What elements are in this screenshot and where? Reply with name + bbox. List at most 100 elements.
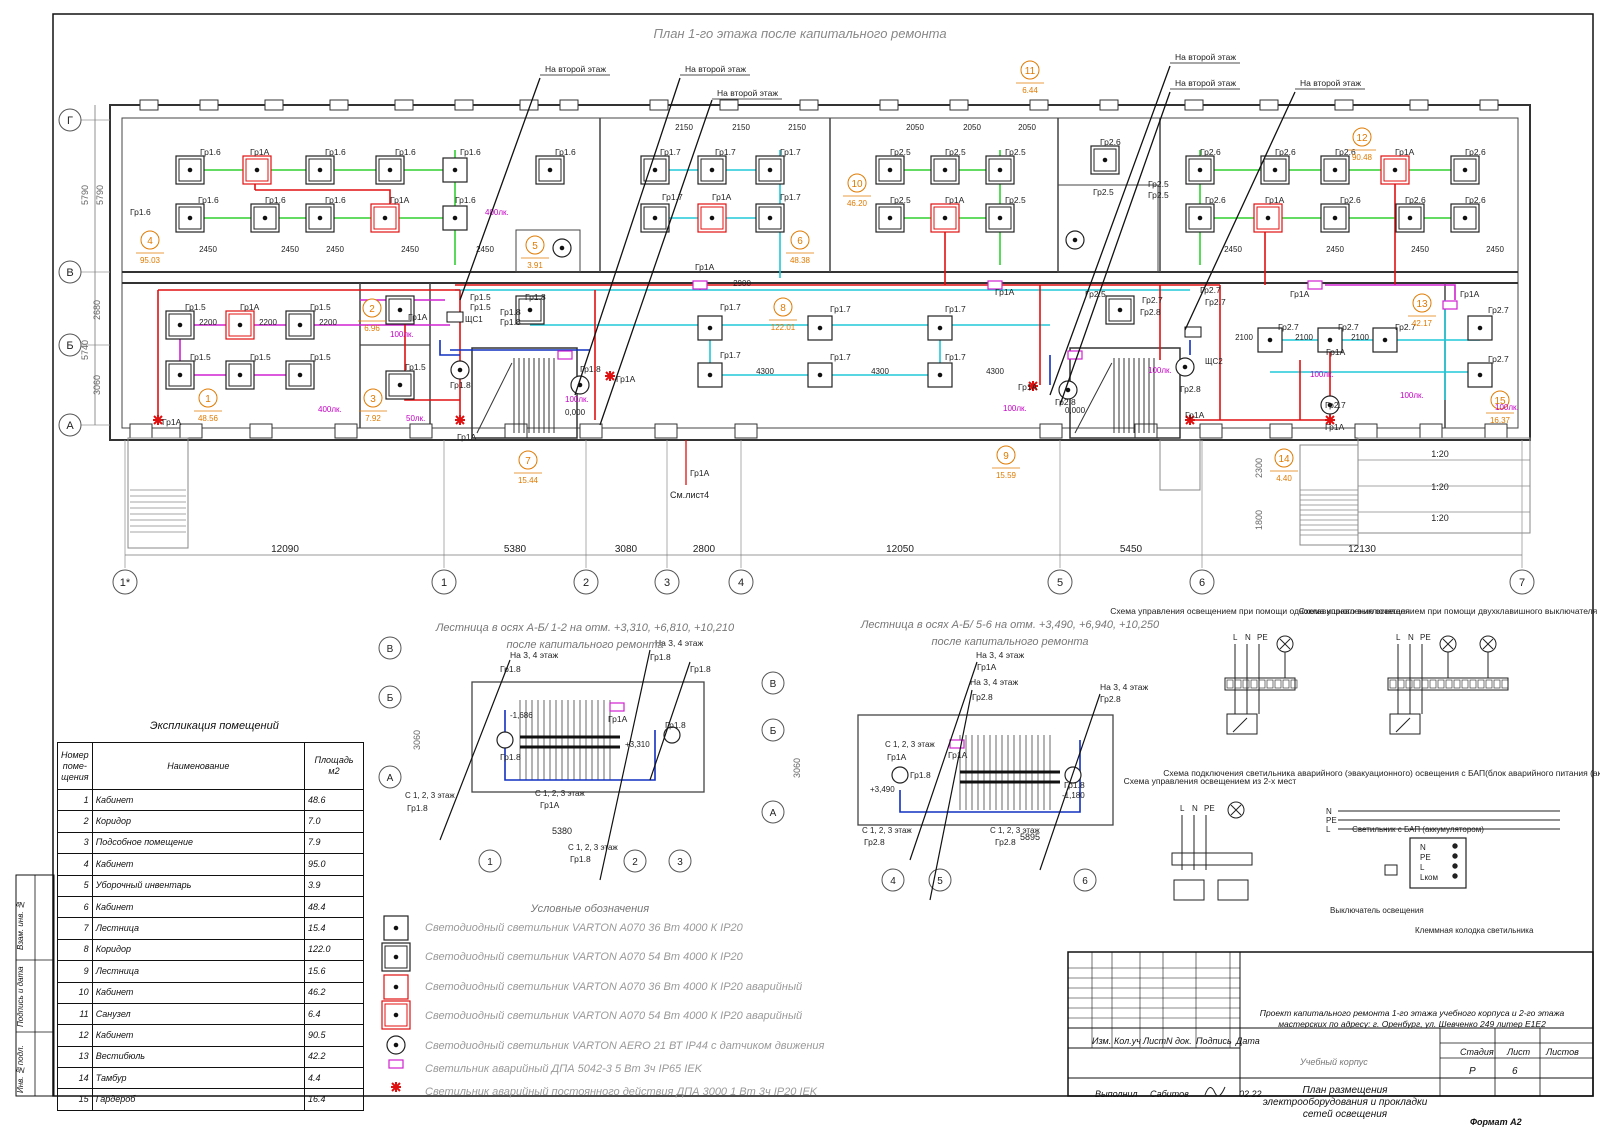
luminaire-dot — [1327, 402, 1333, 408]
luminaire-dot — [187, 167, 193, 173]
group-label: Гр1.8 — [910, 770, 931, 780]
group-label: Гр2.6 — [1205, 195, 1226, 205]
room-number-cell: 2 — [57, 810, 93, 833]
room-tag-area: 95.03 — [140, 256, 161, 265]
group-label: Гр1.8 — [450, 380, 471, 390]
lux-label: 100лк. — [1400, 391, 1424, 400]
see-sheet-label: См.лист4 — [670, 490, 709, 500]
room-tag-area: 48.38 — [790, 256, 811, 265]
luminaire-inner — [1256, 206, 1280, 230]
bap-contact — [1452, 873, 1458, 879]
dimension-label: 3080 — [615, 544, 638, 555]
room-tag-circle — [847, 173, 867, 193]
luminaire-icon — [927, 362, 953, 388]
dimension-label: 5380 — [552, 826, 572, 836]
scheme-switch — [1232, 717, 1248, 733]
luminaire-dot — [887, 167, 893, 173]
spacing-label: 2200 — [199, 318, 217, 327]
group-label: Гр2.6 — [1405, 195, 1426, 205]
luminaire-dot — [709, 167, 715, 173]
room-name-cell: Кабинет — [91, 1024, 306, 1047]
sheet-frame — [52, 13, 1594, 1097]
spacing-label: 2450 — [1411, 245, 1429, 254]
group-label: Гр2.5 — [1148, 190, 1169, 200]
riser-leader — [1059, 91, 1171, 406]
luminaire-inner — [700, 158, 724, 182]
group-label: Гр1А — [712, 192, 732, 202]
luminaire-dot — [1065, 387, 1071, 393]
room-tag-circle — [1412, 293, 1432, 313]
group-label: Гр1.8 — [650, 652, 671, 662]
group-label: Гр2.6 — [1465, 147, 1486, 157]
window-pier — [1099, 99, 1119, 111]
group-label: Гр1.8 — [500, 752, 521, 762]
scheme-terminal — [1234, 679, 1242, 689]
room-tag-area: 15.44 — [518, 476, 539, 485]
luminaire-inner — [384, 945, 408, 969]
lux-label: 100лк. — [1310, 370, 1334, 379]
level-mark: +3,490 — [870, 785, 895, 794]
room-number-cell: 13 — [57, 1045, 93, 1069]
room-number-cell: 9 — [57, 960, 93, 983]
luminaire-dot — [393, 984, 399, 990]
luminaire-dot — [452, 167, 458, 173]
room-tag-area: 6.44 — [1022, 86, 1038, 95]
axis-marker — [668, 849, 692, 873]
luminaire-dot — [997, 215, 1003, 221]
dimension-label: 5895 — [1020, 832, 1040, 842]
room-area-cell: 95.0 — [304, 853, 364, 876]
group-label: Гр1.7 — [780, 147, 801, 157]
luminaire-dot — [1327, 337, 1333, 343]
group-label: Гр1.7 — [662, 192, 683, 202]
column-pier — [334, 423, 358, 439]
luminaire-dot — [177, 372, 183, 378]
luminaire-inner — [988, 158, 1012, 182]
emergency-exit-light-icon — [949, 739, 965, 749]
room-area-cell: 6.4 — [304, 1002, 364, 1026]
room-tag-circle — [518, 450, 538, 470]
stair-block — [1069, 347, 1181, 439]
col-header-number: Номер поме- щения — [57, 742, 93, 790]
group-label: Гр1А — [690, 468, 710, 478]
luminaire-inner — [178, 158, 202, 182]
legend-item-6: Светильник аварийный ДПА 5042-3 5 Вт 3ч … — [425, 1063, 702, 1075]
scheme-terminal — [1282, 679, 1290, 689]
room-tag-number: 14 — [1278, 454, 1290, 465]
luminaire-inner — [1108, 298, 1132, 322]
luminaire-icon — [755, 155, 785, 185]
group-label: Гр2.7 — [1325, 400, 1346, 410]
group-label: Гр1А — [1326, 347, 1346, 357]
room-tag-area: 3.91 — [527, 261, 543, 270]
axis-number: 5 — [1057, 577, 1063, 589]
room-area-cell: 42.2 — [304, 1045, 364, 1069]
room-number-cell: 11 — [57, 1002, 93, 1026]
axis-number: 3 — [664, 577, 670, 589]
group-label: Гр1А — [1290, 289, 1310, 299]
luminaire-icon — [385, 370, 415, 400]
luminaire-dot — [559, 245, 565, 251]
luminaire-inner — [1453, 158, 1477, 182]
riser-label: На второй этаж — [1300, 78, 1361, 88]
group-label: Гр1А — [1185, 410, 1205, 420]
axis-number: 6 — [1199, 577, 1205, 589]
group-label: Гр1А — [1395, 147, 1415, 157]
group-label: Гр1.5 — [470, 292, 491, 302]
group-label: Гр1А — [390, 195, 410, 205]
luminaire-icon — [381, 942, 411, 972]
wc-wall — [1057, 184, 1159, 273]
group-label: Гр1А — [408, 312, 428, 322]
column-pier — [579, 423, 603, 439]
axis-marker — [881, 868, 905, 892]
title-block-stage-head: Стадия — [1460, 1047, 1494, 1057]
title-block-col-2: Кол.уч — [1114, 1036, 1141, 1046]
scheme-terminal — [1477, 679, 1485, 689]
room-name-cell: Кабинет — [91, 981, 306, 1004]
spacing-label: 2050 — [963, 123, 981, 132]
group-label: Гр1А — [457, 432, 477, 442]
emergency-exit-light-icon — [1307, 280, 1323, 290]
axis-number: 2 — [583, 577, 589, 589]
title-block-stage: Р — [1469, 1066, 1476, 1077]
room-area-cell: 3.9 — [304, 874, 364, 897]
